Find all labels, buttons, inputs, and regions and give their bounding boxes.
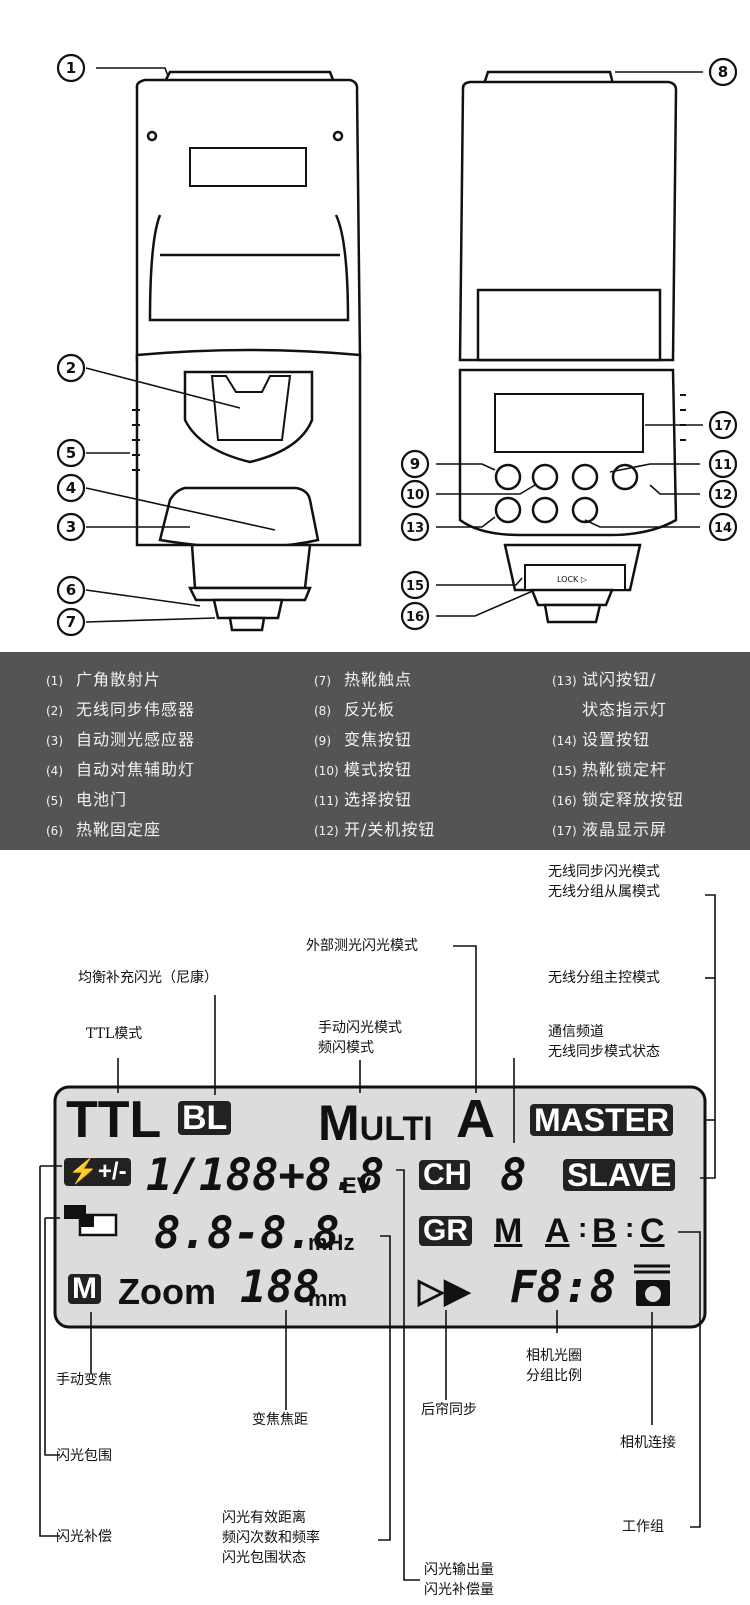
legend-item: (13)试闪按钮/ <box>552 670 657 689</box>
callout-8: 8 <box>718 63 728 81</box>
label-ttl-mode: TTL模式 <box>86 1026 143 1042</box>
callout-2: 2 <box>66 359 76 377</box>
lcd-mhz: mHz <box>308 1230 355 1255</box>
lcd-gr: GR <box>419 1216 472 1246</box>
lcd-colon: : <box>625 1212 635 1243</box>
label-manual-zoom: 手动变焦 <box>56 1372 112 1388</box>
rear-sync-icon: ▷▶ <box>418 1272 471 1310</box>
callout-16: 16 <box>406 610 424 625</box>
lcd-panel <box>53 1085 707 1329</box>
lcd-aperture-value: F8:8 <box>510 1262 616 1313</box>
legend-item: (10)模式按钮 <box>314 760 413 779</box>
callout-leaders <box>85 67 703 623</box>
callout-6: 6 <box>66 581 76 599</box>
lcd-leader-lines <box>39 894 716 1581</box>
callout-4: 4 <box>66 479 76 497</box>
label-bracket: 闪光包围 <box>56 1448 112 1464</box>
lcd-master: MASTER <box>530 1104 674 1136</box>
callout-14: 14 <box>714 521 732 536</box>
lcd-multi-rest: ULTI <box>359 1110 433 1148</box>
callout-15: 15 <box>406 579 424 594</box>
legend-item: (11)选择按钮 <box>314 790 413 809</box>
lcd-bl: BL <box>178 1101 232 1135</box>
label-external: 外部测光闪光模式 <box>306 938 418 954</box>
lcd-range-value: 8.8-8.8 <box>154 1208 340 1259</box>
legend-item: (6)热靴固定座 <box>46 820 162 839</box>
label-wireless-sync: 无线同步闪光模式 无线分组从属模式 <box>548 864 660 900</box>
label-cam-aperture: 相机光圈 分组比例 <box>526 1348 582 1384</box>
callout-17: 17 <box>714 419 732 434</box>
legend-item: (14)设置按钮 <box>552 730 651 749</box>
label-range-info: 闪光有效距离 频闪次数和频率 闪光包围状态 <box>222 1510 320 1566</box>
lcd-zoom-value: 188 <box>240 1262 320 1313</box>
legend-item: 状态指示灯 <box>582 700 668 719</box>
callout-7: 7 <box>66 613 76 631</box>
label-output-info: 闪光输出量 闪光补偿量 <box>424 1562 494 1598</box>
legend-item: (12)开/关机按钮 <box>314 820 436 839</box>
lcd-flash-comp-icon: ⚡+/- <box>64 1158 131 1186</box>
legend-item: (7)热靴触点 <box>314 670 413 689</box>
lcd-output-value: 1/188+8.8 <box>146 1150 385 1201</box>
camera-link-icon <box>634 1264 670 1306</box>
callout-10: 10 <box>406 488 424 503</box>
lcd-multi-m: M <box>318 1095 360 1151</box>
callout-13: 13 <box>406 521 424 536</box>
lcd-zoom: Zoom <box>118 1271 216 1312</box>
lcd-ttl: TTL <box>66 1091 162 1149</box>
legend-panel <box>0 652 750 850</box>
lcd-ev: EV <box>342 1173 372 1198</box>
lcd-group-m: M <box>494 1212 523 1250</box>
lcd-group-a: A <box>545 1212 570 1250</box>
label-manual-multi: 手动闪光模式 频闪模式 <box>318 1020 402 1056</box>
legend-item: (3)自动测光感应器 <box>46 730 196 749</box>
legend-item: (8)反光板 <box>314 700 396 719</box>
callout-12: 12 <box>714 488 732 503</box>
lcd-channel-value: 8 <box>500 1150 527 1201</box>
label-group-master: 无线分组主控模式 <box>548 970 660 986</box>
lcd-colon: : <box>578 1212 588 1243</box>
legend-item: (4)自动对焦辅助灯 <box>46 760 196 779</box>
callout-1: 1 <box>66 59 76 77</box>
callout-5: 5 <box>66 444 76 462</box>
label-balance: 均衡补充闪光（尼康） <box>78 970 218 986</box>
callout-11: 11 <box>714 458 732 473</box>
lcd-group-b: B <box>592 1212 617 1250</box>
legend-item: (15)热靴锁定杆 <box>552 760 668 779</box>
lcd-multi: MULTI <box>318 1098 433 1148</box>
callout-9: 9 <box>410 455 420 473</box>
label-rear-sync: 后帘同步 <box>421 1402 477 1418</box>
label-channel: 通信频道 无线同步模式状态 <box>548 1024 660 1060</box>
legend-item: (1)广角散射片 <box>46 670 162 689</box>
lock-label: LOCK ▷ <box>557 575 588 584</box>
legend-item: (5)电池门 <box>46 790 128 809</box>
front-view <box>132 70 362 632</box>
legend-item: (2)无线同步伟感器 <box>46 700 196 719</box>
label-zoom-focal: 变焦焦距 <box>252 1412 308 1428</box>
lcd-a: A <box>456 1089 495 1149</box>
bracket-icon <box>64 1205 118 1237</box>
lcd-slave: SLAVE <box>563 1159 676 1191</box>
flash-unit-diagram: 1 2 5 4 3 6 7 8 17 9 10 11 12 13 14 15 1… <box>0 0 750 650</box>
lcd-mm: mm <box>308 1286 348 1311</box>
legend-item: (9)变焦按钮 <box>314 730 413 749</box>
lcd-group-c: C <box>640 1212 665 1250</box>
legend-item: (16)锁定释放按钮 <box>552 790 685 809</box>
legend-item: (17)液晶显示屏 <box>552 820 668 839</box>
callout-3: 3 <box>66 518 76 536</box>
lcd-ch: CH <box>419 1160 471 1190</box>
lcd-manual-zoom-icon: M <box>68 1274 101 1304</box>
label-flash-comp: 闪光补偿 <box>56 1529 112 1545</box>
label-work-group: 工作组 <box>622 1519 664 1535</box>
label-cam-link: 相机连接 <box>620 1435 676 1451</box>
